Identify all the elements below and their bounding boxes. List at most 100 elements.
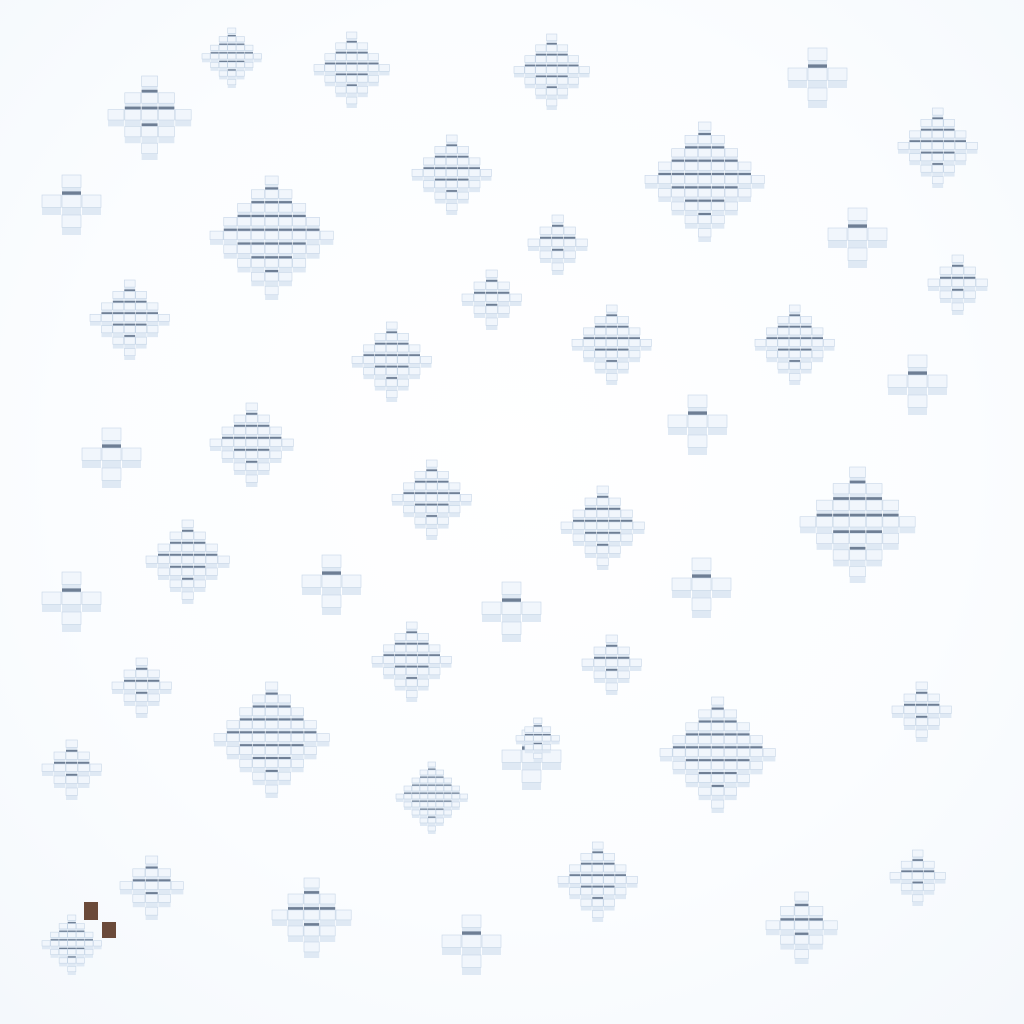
cube-top bbox=[640, 338, 652, 347]
cube-shadow bbox=[535, 64, 547, 68]
cube-top bbox=[158, 313, 170, 322]
cube-shadow bbox=[849, 497, 866, 502]
cube-top bbox=[509, 293, 522, 302]
cube-top bbox=[147, 669, 160, 678]
cube-shadow bbox=[848, 224, 867, 230]
cube-shadow bbox=[594, 348, 606, 352]
cube-shadow bbox=[412, 792, 420, 795]
cube-top bbox=[408, 355, 421, 364]
cube-shadow bbox=[223, 228, 237, 233]
cube-shadow bbox=[920, 151, 932, 155]
cube-top bbox=[141, 109, 158, 121]
cube-top bbox=[584, 509, 597, 518]
cube-top bbox=[546, 33, 558, 42]
cube-top bbox=[265, 707, 279, 717]
cube-shadow bbox=[606, 348, 618, 352]
cube-top bbox=[951, 254, 964, 263]
cube-top bbox=[141, 142, 158, 154]
cube-top bbox=[596, 497, 609, 506]
cube-top bbox=[239, 733, 253, 742]
cube-top bbox=[371, 655, 384, 664]
cube-top bbox=[485, 317, 498, 326]
cube-top bbox=[146, 313, 159, 322]
cube-top bbox=[265, 720, 279, 729]
cube-top bbox=[237, 230, 251, 240]
dirt-blocks bbox=[84, 902, 116, 938]
cube-shadow bbox=[737, 733, 750, 737]
cube-top bbox=[737, 761, 750, 770]
cube-top bbox=[119, 881, 133, 890]
cube-shadow bbox=[698, 146, 711, 150]
cube-shadow bbox=[124, 312, 136, 316]
cube-top bbox=[77, 775, 90, 784]
cube-shadow bbox=[685, 759, 699, 763]
cube-top bbox=[239, 746, 253, 755]
cube-top bbox=[278, 771, 291, 781]
cube-top bbox=[711, 175, 725, 184]
cube-stack bbox=[765, 891, 838, 964]
cube-top bbox=[614, 864, 627, 873]
cube-top bbox=[335, 75, 347, 83]
cube-shadow bbox=[112, 300, 124, 304]
cube-top bbox=[123, 302, 136, 311]
cube-shadow bbox=[124, 679, 136, 684]
cube-shadow bbox=[124, 335, 136, 339]
cube-shadow bbox=[406, 654, 418, 658]
cube-shadow bbox=[406, 631, 418, 635]
cube-top bbox=[909, 141, 921, 150]
cube-shadow bbox=[629, 337, 640, 341]
cube-shadow bbox=[711, 733, 724, 737]
cube-shadow bbox=[546, 86, 557, 90]
cube-top bbox=[394, 655, 407, 664]
cube-top bbox=[181, 555, 194, 564]
cube-top bbox=[112, 336, 125, 345]
cube-top bbox=[245, 450, 258, 459]
cube-top bbox=[832, 483, 850, 495]
cube-top bbox=[441, 934, 462, 948]
cube-top bbox=[605, 327, 618, 336]
cube-top bbox=[596, 521, 609, 530]
cube-shadow bbox=[606, 337, 618, 341]
cube-top bbox=[672, 761, 686, 770]
cube-top bbox=[591, 853, 604, 861]
cube-top bbox=[513, 66, 525, 74]
cube-top bbox=[403, 785, 412, 792]
cube-top bbox=[939, 278, 952, 287]
cube-shadow bbox=[592, 862, 604, 866]
cube-shadow bbox=[594, 656, 606, 661]
cube-shadow bbox=[692, 574, 711, 580]
cube-top bbox=[644, 175, 658, 184]
cube-top bbox=[346, 96, 358, 105]
cube-top bbox=[593, 646, 606, 655]
cube-shadow bbox=[592, 851, 604, 855]
cube-shadow bbox=[237, 228, 251, 233]
cube-top bbox=[542, 735, 552, 742]
cube-top bbox=[827, 67, 848, 81]
cube-top bbox=[903, 717, 916, 726]
cube-top bbox=[434, 191, 447, 200]
cube-shadow bbox=[800, 348, 812, 352]
cube-top bbox=[788, 373, 801, 381]
cube-shadow bbox=[711, 759, 724, 763]
cube-top bbox=[123, 279, 136, 288]
cube-shadow bbox=[833, 530, 849, 535]
cube-top bbox=[542, 744, 552, 751]
cube-top bbox=[457, 180, 469, 189]
cube-shadow bbox=[615, 874, 626, 878]
cube-shadow bbox=[288, 907, 304, 912]
cube-top bbox=[437, 505, 449, 514]
cube-shadow bbox=[603, 885, 615, 889]
cube-shadow bbox=[698, 186, 711, 190]
cube-shadow bbox=[533, 742, 542, 746]
cube-top bbox=[777, 350, 790, 359]
cube-top bbox=[227, 70, 237, 77]
cube-shadow bbox=[404, 792, 412, 795]
cube-top bbox=[145, 855, 159, 865]
cube-top bbox=[698, 228, 712, 238]
cube-shadow bbox=[246, 436, 258, 441]
cube-shadow bbox=[304, 907, 320, 912]
cube-shadow bbox=[227, 35, 236, 38]
cube-top bbox=[245, 426, 258, 435]
cube-top bbox=[605, 646, 618, 655]
